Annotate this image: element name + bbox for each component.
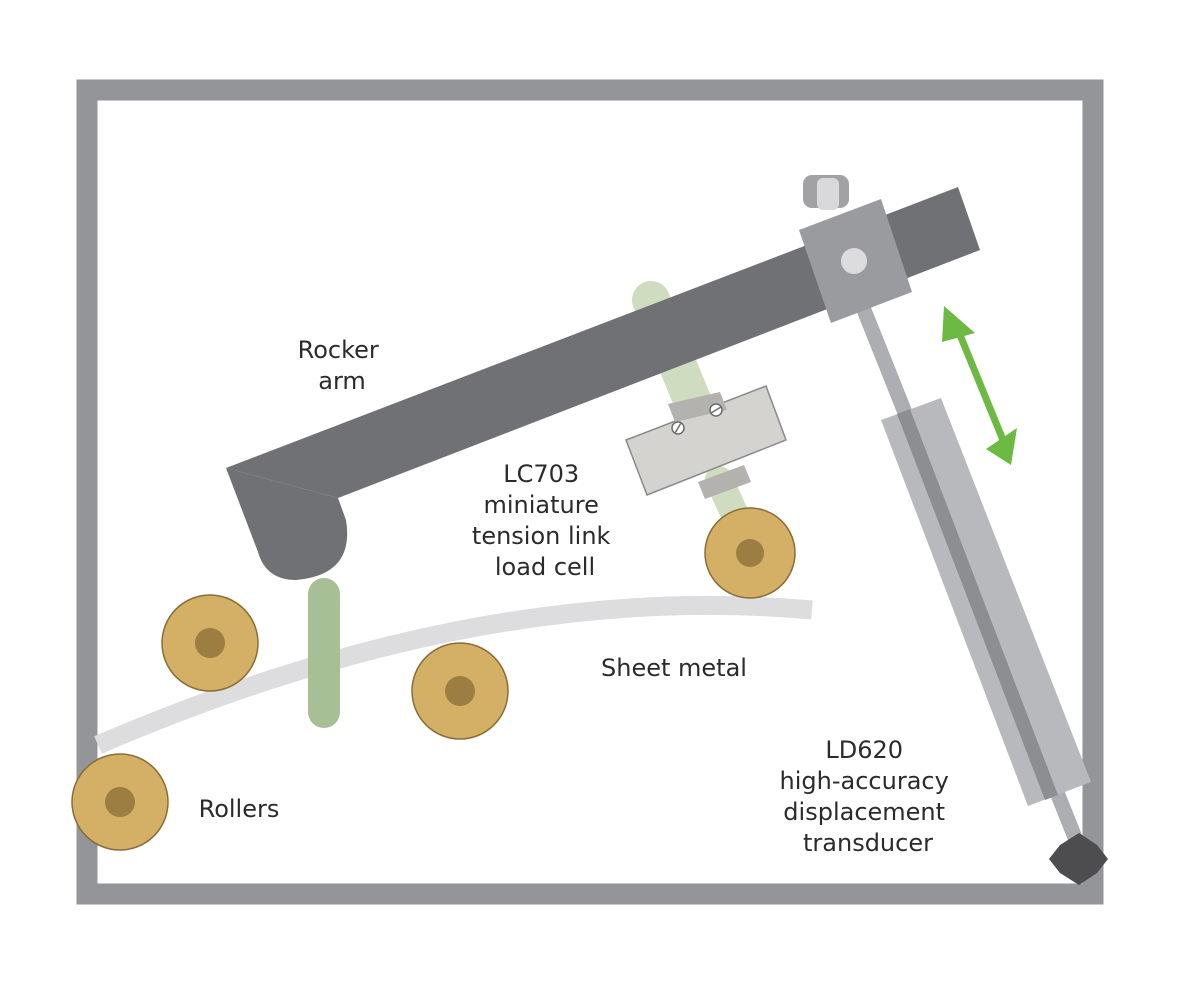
load-cell-label: LC703 miniature tension link load cell — [472, 460, 618, 581]
screw-icon — [709, 403, 723, 417]
label-line: LC703 — [503, 460, 579, 488]
label-line: load cell — [495, 553, 595, 581]
label-line: Rocker — [298, 336, 379, 364]
label-line: LD620 — [825, 736, 903, 764]
label-line: high-accuracy — [780, 767, 949, 795]
roller — [704, 507, 796, 599]
sheet-metal-label: Sheet metal — [601, 654, 747, 682]
mounting-block — [799, 199, 912, 323]
load-cell — [625, 385, 787, 499]
transducer-label: LD620 high-accuracy displacement transdu… — [780, 736, 957, 857]
rocker-arm-label: Rocker arm — [298, 336, 387, 395]
screw-icon — [671, 421, 685, 435]
roller — [161, 594, 259, 692]
load-cell-bottom-clamp — [698, 465, 751, 499]
transducer-stripe — [897, 409, 1058, 800]
bolt-icon — [803, 175, 849, 210]
label-line: transducer — [803, 829, 933, 857]
label-line: miniature — [484, 491, 599, 519]
transducer-body — [881, 398, 1091, 806]
sheet-metal-strip — [94, 595, 813, 754]
double-headed-arrow-icon — [942, 306, 1017, 465]
label-line: tension link — [472, 522, 611, 550]
roller — [71, 753, 169, 851]
rocker-arm — [226, 187, 980, 580]
load-cell-top-clamp — [668, 392, 727, 422]
roller — [411, 642, 509, 740]
label-line: displacement — [783, 798, 945, 826]
label-line: arm — [318, 367, 366, 395]
hex-nut-icon — [1049, 833, 1108, 885]
displacement-transducer — [881, 398, 1091, 806]
rollers-label: Rollers — [199, 795, 280, 823]
enclosure-frame — [76, 79, 1104, 905]
